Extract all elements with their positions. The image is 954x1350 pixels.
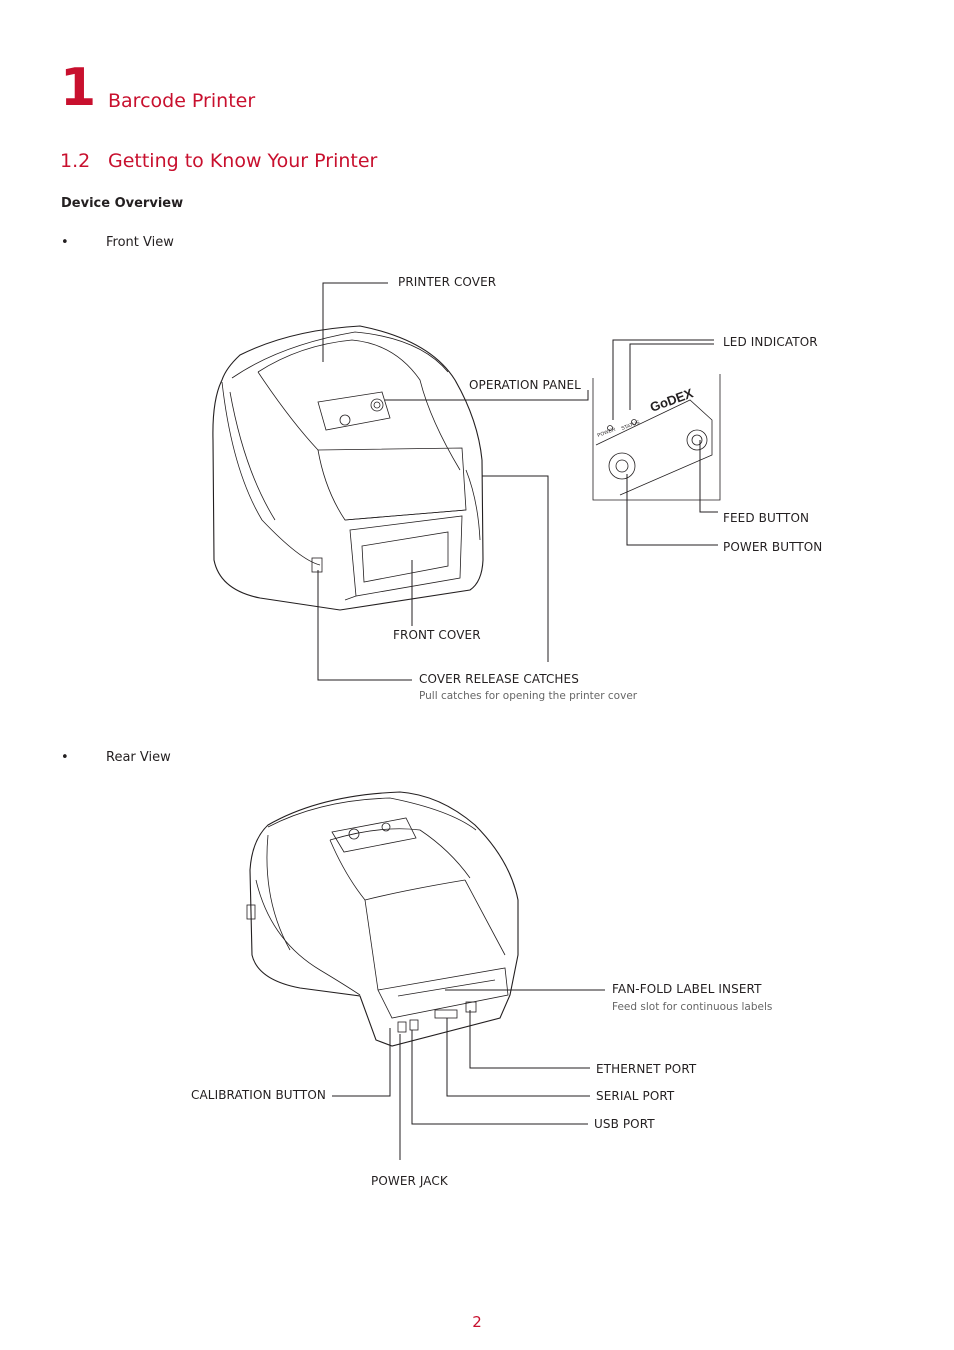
front-leader-lines <box>317 282 718 681</box>
device-overview-heading: Device Overview <box>61 196 184 211</box>
label-cover-release-catches: COVER RELEASE CATCHES <box>419 672 579 686</box>
label-fan-fold-insert: FAN-FOLD LABEL INSERT <box>612 982 762 996</box>
chapter-title: Barcode Printer <box>108 90 256 112</box>
label-calibration-button: CALIBRATION BUTTON <box>191 1088 326 1102</box>
label-feed-button: FEED BUTTON <box>723 511 810 525</box>
svg-text:POWER: POWER <box>597 427 617 439</box>
front-view-label: Front View <box>106 235 174 250</box>
rear-view-label: Rear View <box>106 750 171 765</box>
label-printer-cover: PRINTER COVER <box>398 275 497 289</box>
label-usb-port: USB PORT <box>594 1117 655 1131</box>
section-title: Getting to Know Your Printer <box>108 150 378 172</box>
label-led-indicator: LED INDICATOR <box>723 335 818 349</box>
desc-cover-release-catches: Pull catches for opening the printer cov… <box>419 690 638 702</box>
brand-logo-text: GoDEX <box>648 385 696 415</box>
label-power-jack: POWER JACK <box>371 1174 448 1188</box>
bullet-icon: • <box>61 235 69 250</box>
label-front-cover: FRONT COVER <box>393 628 481 642</box>
label-serial-port: SERIAL PORT <box>596 1089 675 1103</box>
bullet-icon: • <box>61 750 69 765</box>
rear-leader-lines <box>332 989 605 1160</box>
front-printer-illustration <box>212 325 484 611</box>
section-number: 1.2 <box>60 150 91 172</box>
operation-panel-inset: GoDEX POWER STATUS <box>592 374 721 501</box>
svg-text:STATUS: STATUS <box>621 420 642 432</box>
label-operation-panel: OPERATION PANEL <box>469 378 581 392</box>
chapter-number: 1 <box>60 58 97 118</box>
page-number: 2 <box>472 1313 482 1331</box>
label-power-button: POWER BUTTON <box>723 540 823 554</box>
desc-fan-fold-insert: Feed slot for continuous labels <box>612 1001 773 1013</box>
label-ethernet-port: ETHERNET PORT <box>596 1062 697 1076</box>
rear-printer-illustration <box>246 791 519 1047</box>
